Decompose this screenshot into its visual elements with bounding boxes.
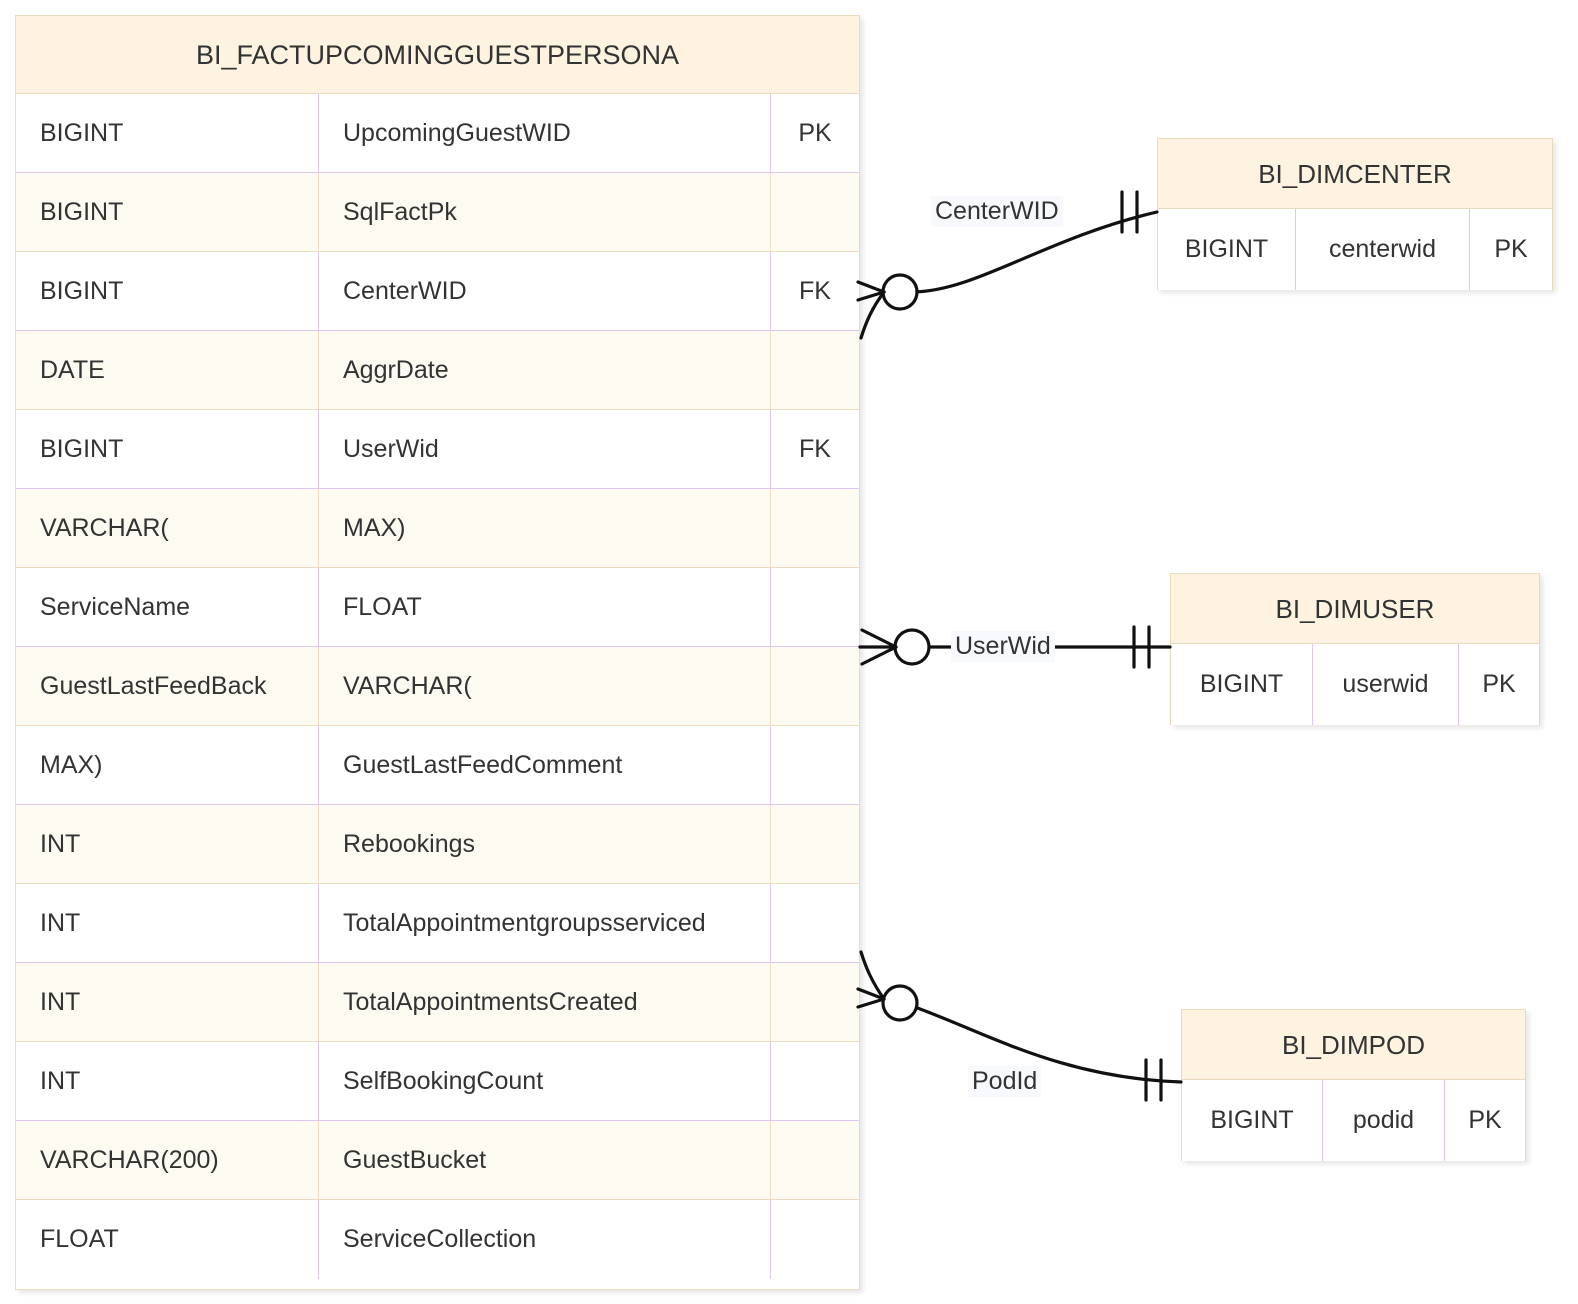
attr-name: VARCHAR( — [319, 647, 771, 725]
attr-type: FLOAT — [16, 1200, 319, 1279]
attr-name: FLOAT — [319, 568, 771, 646]
attr-key — [771, 1121, 859, 1199]
attr-key — [771, 805, 859, 883]
table-row: BIGINT centerwid PK — [1158, 209, 1552, 290]
attr-type: MAX) — [16, 726, 319, 804]
dim-attr-type: BIGINT — [1182, 1080, 1323, 1161]
attr-name: TotalAppointmentsCreated — [319, 963, 771, 1041]
cardinality-crowsfoot — [856, 280, 886, 340]
attr-key — [771, 173, 859, 251]
attr-key — [771, 568, 859, 646]
entity-title-dimcenter: BI_DIMCENTER — [1158, 139, 1552, 209]
attr-type: BIGINT — [16, 252, 319, 330]
cardinality-zero-circle — [893, 628, 931, 666]
cardinality-one-one — [1120, 190, 1139, 234]
table-row: BIGINT userwid PK — [1171, 644, 1539, 725]
attr-type: GuestLastFeedBack — [16, 647, 319, 725]
attr-type: VARCHAR( — [16, 489, 319, 567]
dim-attr-type: BIGINT — [1158, 209, 1296, 290]
attr-key — [771, 963, 859, 1041]
entity-title-dimpod: BI_DIMPOD — [1182, 1010, 1525, 1080]
attr-name: UpcomingGuestWID — [319, 94, 771, 172]
entity-bi-dimcenter[interactable]: BI_DIMCENTER BIGINT centerwid PK — [1157, 138, 1553, 290]
cardinality-zero-circle — [881, 984, 919, 1022]
attr-name: SqlFactPk — [319, 173, 771, 251]
attr-name: UserWid — [319, 410, 771, 488]
attr-key: FK — [799, 434, 831, 463]
attr-name: AggrDate — [319, 331, 771, 409]
relationship-label-centerwid: CenterWID — [931, 196, 1063, 227]
attr-name: ServiceCollection — [319, 1200, 771, 1279]
entity-bi-dimpod[interactable]: BI_DIMPOD BIGINT podid PK — [1181, 1009, 1526, 1161]
dim-attr-key: PK — [1482, 670, 1516, 698]
cardinality-one-one — [1132, 625, 1151, 669]
attr-key — [771, 726, 859, 804]
attr-name: TotalAppointmentgroupsserviced — [319, 884, 771, 962]
table-row: VARCHAR(200)GuestBucket — [16, 1121, 859, 1200]
cardinality-one-one — [1144, 1058, 1163, 1102]
attr-type: ServiceName — [16, 568, 319, 646]
attr-type: VARCHAR(200) — [16, 1121, 319, 1199]
table-row: BIGINT podid PK — [1182, 1080, 1525, 1161]
attr-key — [771, 1042, 859, 1120]
dim-attr-type: BIGINT — [1171, 644, 1313, 725]
attr-key: PK — [798, 118, 832, 147]
attr-name: MAX) — [319, 489, 771, 567]
attr-type: DATE — [16, 331, 319, 409]
attr-type: INT — [16, 1042, 319, 1120]
attr-type: BIGINT — [16, 173, 319, 251]
relationship-label-podid: PodId — [968, 1066, 1042, 1097]
dim-attr-name: podid — [1323, 1080, 1445, 1161]
relationship-label-userwid: UserWid — [951, 631, 1055, 662]
cardinality-crowsfoot — [858, 628, 898, 666]
entity-bi-dimuser[interactable]: BI_DIMUSER BIGINT userwid PK — [1170, 573, 1540, 725]
attr-type: INT — [16, 963, 319, 1041]
dim-attr-name: userwid — [1313, 644, 1459, 725]
table-row: VARCHAR(MAX) — [16, 489, 859, 568]
attr-type: INT — [16, 805, 319, 883]
attr-name: SelfBookingCount — [319, 1042, 771, 1120]
entity-title-dimuser: BI_DIMUSER — [1171, 574, 1539, 644]
attr-key — [771, 489, 859, 567]
attr-key — [771, 331, 859, 409]
attr-key — [771, 1200, 859, 1279]
attr-key: FK — [799, 276, 831, 305]
attr-key — [771, 647, 859, 725]
attr-name: CenterWID — [319, 252, 771, 330]
table-row: MAX)GuestLastFeedComment — [16, 726, 859, 805]
cardinality-zero-circle — [881, 273, 919, 311]
dim-attr-key: PK — [1468, 1106, 1502, 1134]
attr-type: BIGINT — [16, 94, 319, 172]
dim-attr-name: centerwid — [1296, 209, 1470, 290]
entity-title-fact: BI_FACTUPCOMINGGUESTPERSONA — [16, 16, 859, 94]
attr-type: BIGINT — [16, 410, 319, 488]
dim-attr-key: PK — [1494, 235, 1528, 263]
attr-name: Rebookings — [319, 805, 771, 883]
attr-name: GuestLastFeedComment — [319, 726, 771, 804]
attr-key — [771, 884, 859, 962]
cardinality-crowsfoot — [856, 950, 886, 1009]
attr-type: INT — [16, 884, 319, 962]
attr-name: GuestBucket — [319, 1121, 771, 1199]
